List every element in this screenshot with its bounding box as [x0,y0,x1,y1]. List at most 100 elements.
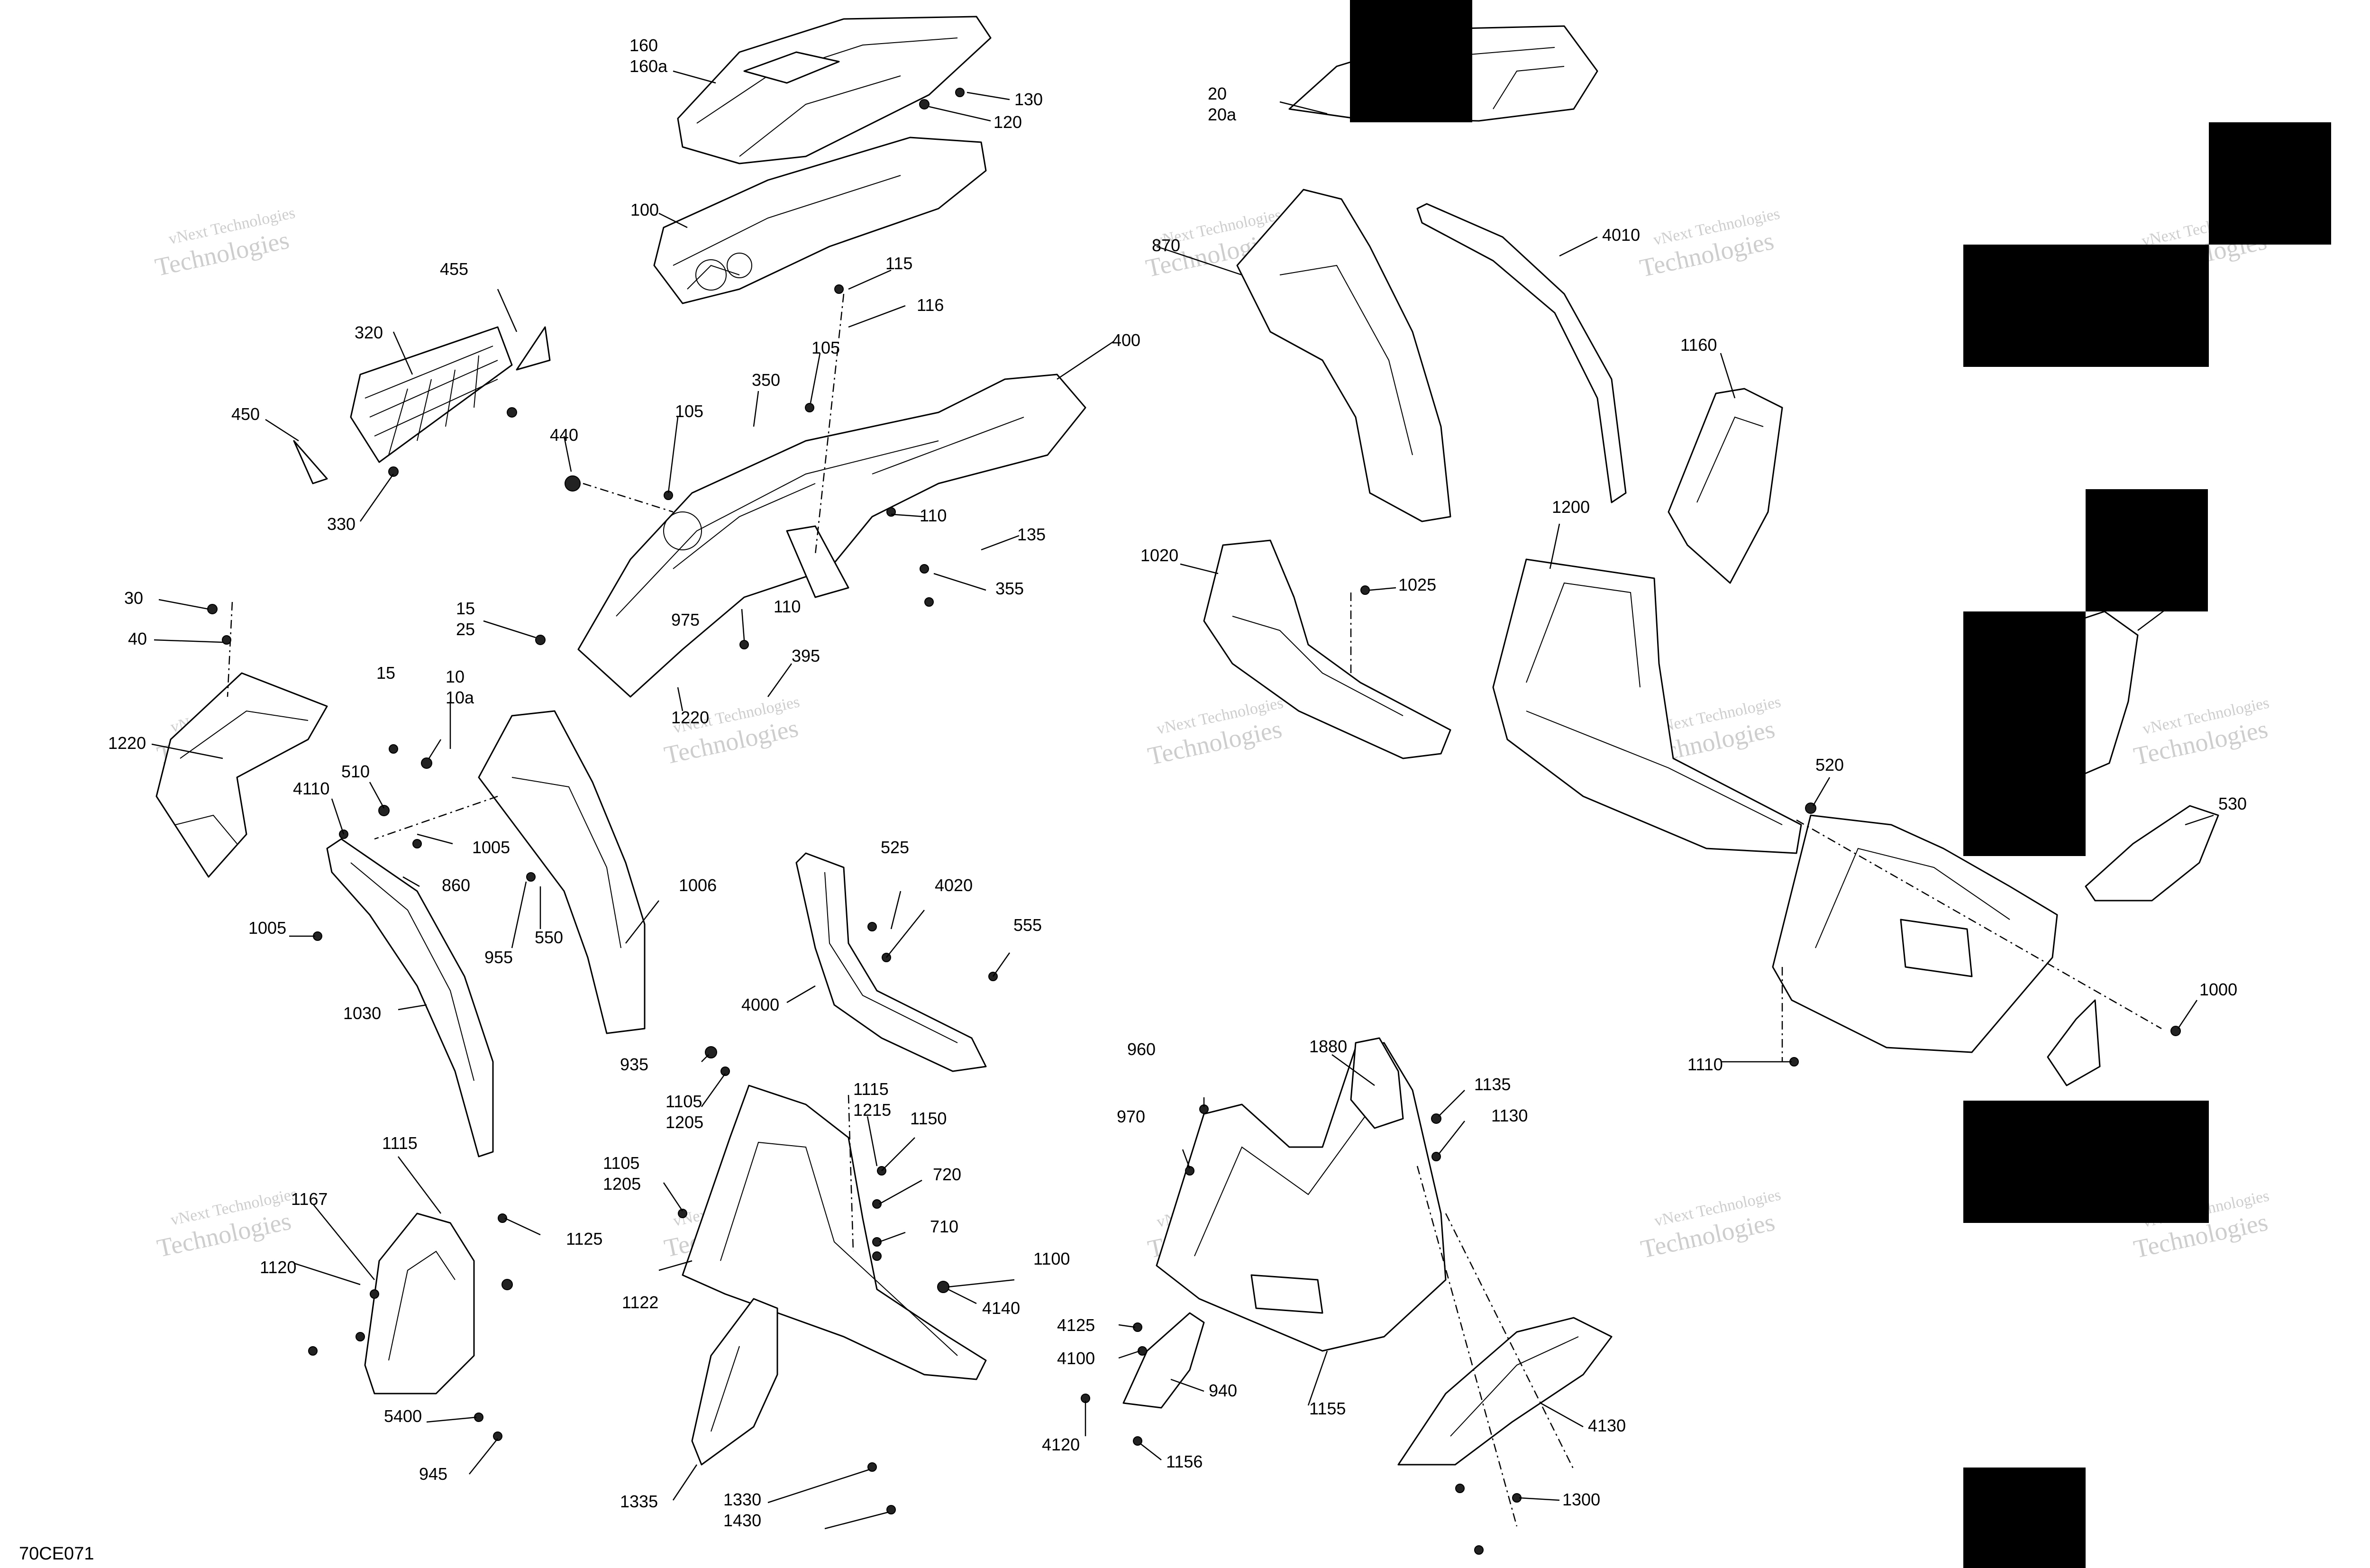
redaction-block [1963,1101,2209,1223]
callout-label: 550 [535,928,563,947]
fastener [805,403,814,412]
fastener [1474,1545,1484,1555]
callout-label: 870 [1152,236,1180,255]
fastener [872,1199,882,1209]
callout-label: 1220 [671,708,709,727]
callout-label: 1130 [1491,1106,1528,1125]
part-upright-panel [1350,1037,1404,1129]
fastener [920,564,929,574]
redaction-blocks [1350,0,2331,1568]
fastener [937,1281,949,1293]
callout-label: 960 [1127,1039,1156,1059]
fastener [872,1237,882,1247]
callout-label: 4130 [1588,1416,1626,1435]
callout-label: 1100 [1033,1249,1070,1268]
fastener [1133,1436,1142,1446]
callout-label: 320 [355,323,383,342]
callout-label: 135 [1017,525,1046,544]
callout-label: 355 [995,579,1024,598]
callout-label: 1005 [248,918,286,938]
fastener [739,640,749,649]
fastener [207,604,218,614]
callout-label: 975 [671,610,700,629]
callout-label: 4010 [1602,225,1640,245]
callout-label: 455 [440,259,468,279]
callout-label: 400 [1112,330,1140,350]
callout-label: 120 [994,112,1022,132]
callout-label: 1005 [472,838,510,857]
part-glovebox [653,137,987,304]
part-fragment-bottom-right [2047,999,2101,1086]
fastener [919,99,930,109]
callout-label: 105 [675,401,703,421]
callout-label: 935 [620,1055,648,1074]
fastener [498,1213,507,1223]
fastener [565,475,581,492]
fastener [501,1279,513,1290]
callout-label: 1335 [620,1492,658,1511]
part-dashboard [577,374,1086,698]
callout-label: 1135 [1474,1075,1511,1094]
callout-label: 945 [419,1464,447,1484]
callout-label: 1880 [1309,1037,1347,1056]
callout-label: 1020 [1140,546,1178,565]
part-floor-tub [1772,814,2058,1053]
callout-label: 4110 [293,779,329,798]
fastener [493,1431,502,1441]
callout-label: 1200 [1552,497,1590,517]
fastener [867,1462,877,1472]
part-trim-triangles [293,326,551,484]
callout-label: 720 [933,1165,961,1184]
part-floor-left-front [1203,539,1451,759]
callout-label: 40 [128,629,147,648]
callout-label: 525 [881,838,909,857]
fastener [1138,1346,1147,1356]
callout-label: 860 [442,875,470,895]
callout-label: 1122 [622,1293,658,1312]
leader-lines [151,70,2214,1530]
redaction-block [1350,0,1472,122]
callout-label: 520 [1815,755,1844,775]
callout-label: 4125 [1057,1315,1095,1335]
callout-label: 5400 [384,1406,422,1426]
fastener [378,805,390,816]
part-floor-center [795,852,987,1072]
callout-label: 130 [1014,90,1043,109]
fastener [389,744,398,754]
fastener [1455,1484,1465,1493]
part-center-pillar [478,710,646,1034]
part-floor-right [1492,558,1802,854]
callout-label: 1220 [108,733,146,753]
callout-label: 116 [917,295,944,315]
callout-label: 1025 [1398,575,1436,594]
part-floor-pan [1156,1042,1447,1352]
callout-label: 395 [792,646,820,665]
redaction-block [2209,122,2331,245]
fastener [370,1289,379,1299]
callout-label: 510 [341,762,370,781]
fastener [1431,1152,1441,1161]
drawing-code: 70CE071 [19,1544,94,1564]
fastener [356,1332,365,1341]
fastener [867,922,877,931]
part-glovebox-lid [677,16,992,164]
callout-label: 1030 [343,1003,381,1023]
part-a-pillar-right [1236,189,1451,522]
callout-label: 1300 [1562,1490,1600,1509]
callout-label: 450 [231,404,260,424]
callout-label: 4100 [1057,1349,1095,1368]
redaction-block [1963,1468,2086,1568]
callout-label: 530 [2218,794,2247,813]
fastener [834,284,844,294]
callout-label: 30 [124,588,143,608]
fastener [955,88,965,97]
callout-label: 1006 [679,875,717,895]
